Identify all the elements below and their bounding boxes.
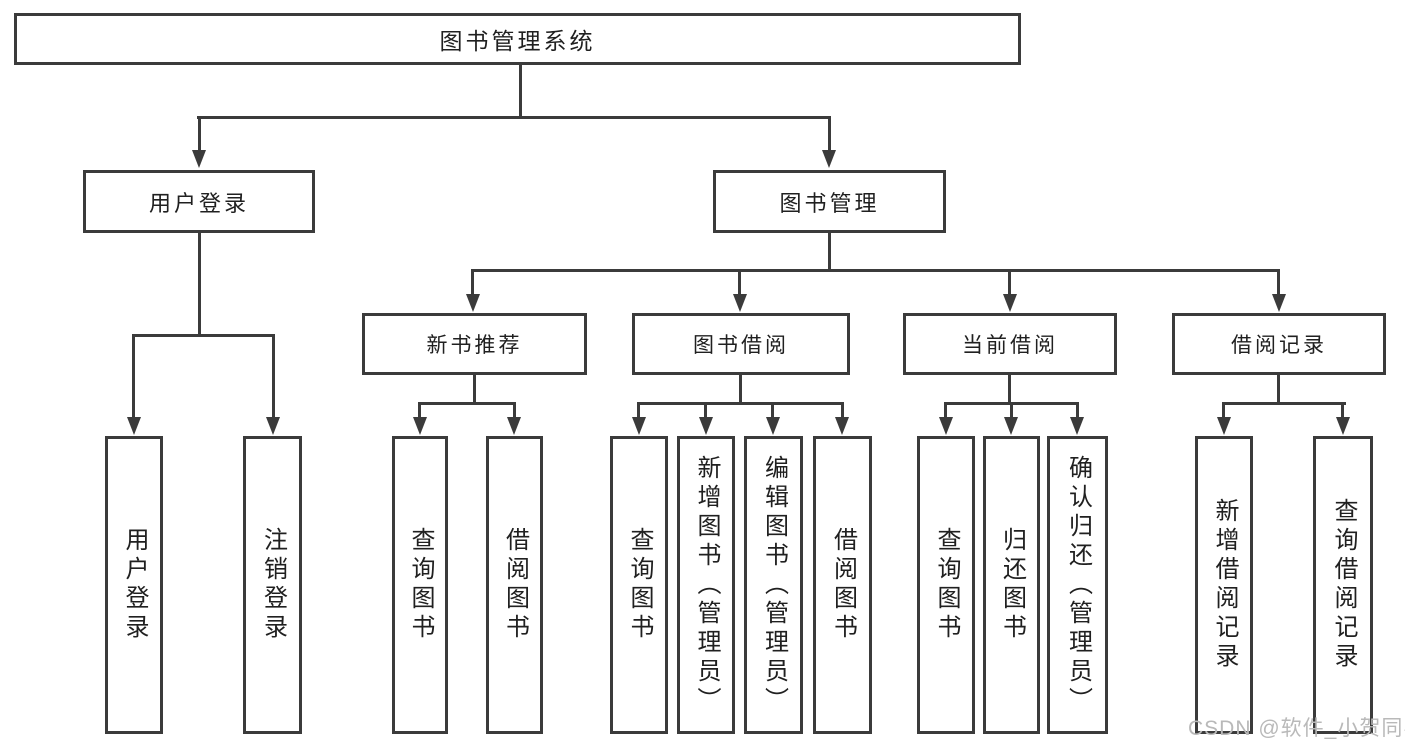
- connector-line: [132, 334, 135, 418]
- connector-line: [473, 374, 476, 404]
- connector-line: [1010, 402, 1013, 418]
- arrow-down-icon: [1003, 294, 1017, 312]
- leaf-query-books-current: 查询图书: [917, 436, 975, 734]
- arrow-down-icon: [266, 417, 280, 435]
- leaf-logout: 注销登录: [243, 436, 302, 734]
- arrow-down-icon: [1217, 417, 1231, 435]
- arrow-down-icon: [632, 417, 646, 435]
- connector-line: [1222, 402, 1346, 405]
- connector-line: [198, 116, 201, 152]
- leaf-query-books-borrow: 查询图书: [610, 436, 668, 734]
- connector-line: [1008, 374, 1011, 404]
- leaf-confirm-return-admin: 确认归还（管理员）: [1047, 436, 1108, 734]
- arrow-down-icon: [507, 417, 521, 435]
- arrow-down-icon: [413, 417, 427, 435]
- connector-line: [1222, 402, 1225, 418]
- leaf-borrow-books-recommend: 借阅图书: [486, 436, 543, 734]
- arrow-down-icon: [1004, 417, 1018, 435]
- connector-line: [739, 374, 742, 404]
- node-current-borrowing: 当前借阅: [903, 313, 1117, 375]
- connector-line: [418, 402, 421, 418]
- node-new-book-recommendation: 新书推荐: [362, 313, 587, 375]
- leaf-borrow-books: 借阅图书: [813, 436, 872, 734]
- connector-line: [1277, 374, 1280, 404]
- arrow-down-icon: [766, 417, 780, 435]
- arrow-down-icon: [699, 417, 713, 435]
- leaf-edit-book-admin: 编辑图书（管理员）: [744, 436, 803, 734]
- watermark: CSDN @软件_小贺同学: [1188, 717, 1405, 740]
- connector-line: [471, 269, 1280, 272]
- arrow-down-icon: [835, 417, 849, 435]
- arrow-down-icon: [822, 150, 836, 168]
- arrow-down-icon: [466, 294, 480, 312]
- connector-line: [418, 402, 516, 405]
- leaf-return-book: 归还图书: [983, 436, 1040, 734]
- leaf-user-login: 用户登录: [105, 436, 163, 734]
- arrow-down-icon: [1272, 294, 1286, 312]
- connector-line: [637, 402, 844, 405]
- connector-line: [841, 402, 844, 418]
- arrow-down-icon: [939, 417, 953, 435]
- leaf-add-book-admin: 新增图书（管理员）: [677, 436, 735, 734]
- connector-line: [272, 334, 275, 418]
- leaf-query-borrow-record: 查询借阅记录: [1313, 436, 1373, 734]
- connector-line: [771, 402, 774, 418]
- connector-line: [704, 402, 707, 418]
- connector-line: [471, 269, 474, 296]
- node-borrowing-records: 借阅记录: [1172, 313, 1386, 375]
- connector-line: [1277, 269, 1280, 296]
- arrow-down-icon: [733, 294, 747, 312]
- arrow-down-icon: [1070, 417, 1084, 435]
- arrow-down-icon: [1336, 417, 1350, 435]
- connector-line: [944, 402, 947, 418]
- connector-line: [828, 116, 831, 152]
- connector-line: [828, 232, 831, 271]
- leaf-add-borrow-record: 新增借阅记录: [1195, 436, 1253, 734]
- connector-line: [1008, 269, 1011, 296]
- connector-line: [519, 65, 522, 118]
- connector-line: [132, 334, 275, 337]
- node-book-management: 图书管理: [713, 170, 946, 233]
- connector-line: [637, 402, 640, 418]
- connector-line: [513, 402, 516, 418]
- connector-line: [197, 116, 831, 119]
- connector-line: [738, 269, 741, 296]
- connector-line: [198, 232, 201, 336]
- node-library-management-system: 图书管理系统: [14, 13, 1021, 65]
- connector-line: [1341, 402, 1344, 418]
- arrow-down-icon: [127, 417, 141, 435]
- connector-line: [1076, 402, 1079, 418]
- node-book-borrowing: 图书借阅: [632, 313, 850, 375]
- leaf-query-books-recommend: 查询图书: [392, 436, 448, 734]
- node-user-login: 用户登录: [83, 170, 315, 233]
- arrow-down-icon: [192, 150, 206, 168]
